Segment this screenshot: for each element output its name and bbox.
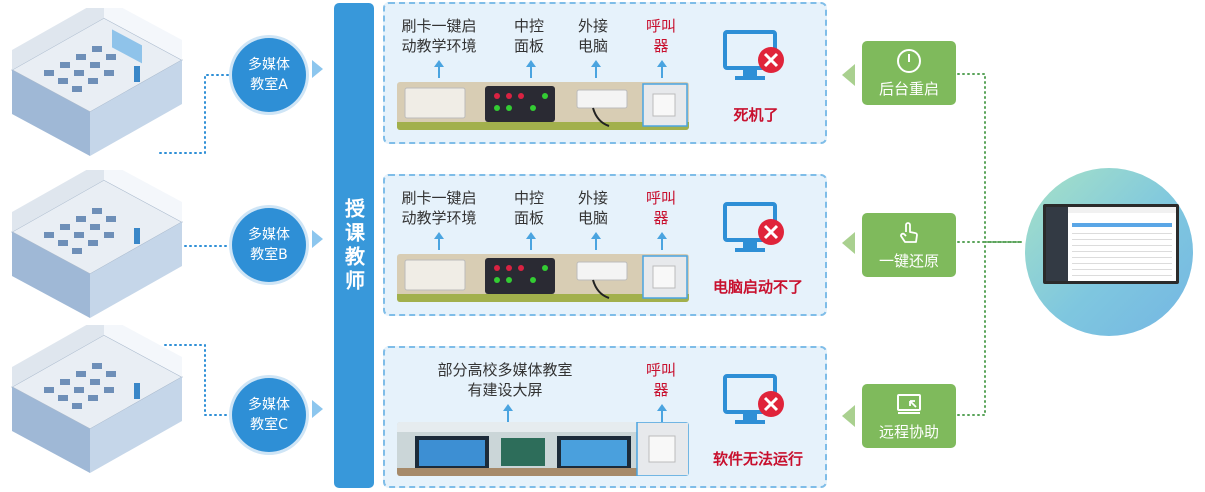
device-label-line: 电脑 xyxy=(577,37,608,55)
device-label-line: 外接 xyxy=(577,17,608,35)
classroom-label-c: 多媒体教室C xyxy=(232,378,306,452)
arrow-up-icon xyxy=(434,60,444,78)
classroom-a-label-line2: 教室A xyxy=(250,77,288,93)
arrow-up-icon xyxy=(657,60,667,78)
platform-table-row xyxy=(1072,269,1172,270)
device-label-line: 动教学环境 xyxy=(401,209,477,227)
platform-table-row xyxy=(1072,239,1172,240)
arrow-up-icon xyxy=(503,404,513,422)
classroom-a-label-line1: 多媒体 xyxy=(248,57,290,73)
management-platform-circle xyxy=(1025,168,1193,336)
device-label-line: 呼叫 xyxy=(645,189,676,207)
device-label-external-pc: 外接 电脑 xyxy=(573,16,613,56)
arrow-up-icon xyxy=(434,232,444,250)
platform-table-row xyxy=(1072,245,1172,246)
classroom-illustration-c xyxy=(4,325,189,475)
device-label-line: 呼叫 xyxy=(645,17,676,35)
arrow-up-icon xyxy=(591,60,601,78)
device-label-control-panel: 中控 面板 xyxy=(509,188,549,228)
device-label-line: 面板 xyxy=(513,209,544,227)
platform-table-row xyxy=(1072,257,1172,258)
arrow-up-icon xyxy=(526,232,536,250)
classroom-b-label-line1: 多媒体 xyxy=(248,227,290,243)
action-label: 一键还原 xyxy=(878,251,939,270)
status-text: 死机了 xyxy=(733,106,779,124)
status-text: 电脑启动不了 xyxy=(712,278,803,296)
remote-screen-icon xyxy=(897,393,921,414)
scenario-panel-1: 刷卡一键启 动教学环境 中控 面板 外接 电脑 呼叫 器 xyxy=(383,2,827,144)
arrow-up-icon xyxy=(657,232,667,250)
device-label-line: 外接 xyxy=(577,189,608,207)
classroom-illustration-a xyxy=(4,8,189,158)
restart-backend-button[interactable]: 后台重启 xyxy=(862,41,956,105)
classroom-illustration-b xyxy=(4,170,189,320)
device-label-line: 中控 xyxy=(513,17,544,35)
platform-topbar xyxy=(1068,207,1176,213)
one-click-restore-button[interactable]: 一键还原 xyxy=(862,213,956,277)
device-label-card-start: 刷卡一键启 动教学环境 xyxy=(395,16,483,56)
classroom-c-label-line2: 教室C xyxy=(250,417,288,433)
device-label-line: 刷卡一键启 xyxy=(401,189,477,207)
device-label-line: 动教学环境 xyxy=(401,37,477,55)
teacher-label: 授课教师 xyxy=(341,197,366,294)
device-label-line: 刷卡一键启 xyxy=(401,17,477,35)
device-label-line: 器 xyxy=(653,209,669,227)
tap-icon xyxy=(900,221,918,243)
device-photo xyxy=(397,82,689,130)
arrow-left-icon xyxy=(842,232,855,254)
device-label-control-panel: 中控 面板 xyxy=(509,16,549,56)
classroom-c-label-line1: 多媒体 xyxy=(248,397,290,413)
device-label-line: 器 xyxy=(653,381,669,399)
arrow-left-icon xyxy=(842,405,855,427)
action-label: 后台重启 xyxy=(878,79,939,98)
device-label-line: 面板 xyxy=(513,37,544,55)
arrow-up-icon xyxy=(591,232,601,250)
device-photo xyxy=(397,422,689,476)
device-label-line: 有建设大屏 xyxy=(467,381,543,399)
device-label-large-screen: 部分高校多媒体教室 有建设大屏 xyxy=(425,360,585,400)
platform-table-row xyxy=(1072,233,1172,234)
power-icon xyxy=(897,48,921,73)
device-label-card-start: 刷卡一键启 动教学环境 xyxy=(395,188,483,228)
arrow-right-icon xyxy=(312,400,323,418)
arrow-up-icon xyxy=(526,60,536,78)
arrow-up-icon xyxy=(657,404,667,422)
platform-sidebar xyxy=(1046,207,1068,281)
status-text: 软件无法运行 xyxy=(712,450,803,468)
device-label-external-pc: 外接 电脑 xyxy=(573,188,613,228)
platform-table-row xyxy=(1072,251,1172,252)
device-label-caller: 呼叫 器 xyxy=(641,188,681,228)
platform-table-header xyxy=(1072,223,1172,227)
monitor-error-icon xyxy=(721,28,787,90)
classroom-label-a: 多媒体教室A xyxy=(232,38,306,112)
device-photo xyxy=(397,254,689,302)
scenario-panel-3: 部分高校多媒体教室 有建设大屏 呼叫 器 软件无法运行 xyxy=(383,346,827,488)
arrow-right-icon xyxy=(312,230,323,248)
monitor-error-icon xyxy=(721,372,787,434)
device-label-line: 中控 xyxy=(513,189,544,207)
arrow-right-icon xyxy=(312,60,323,78)
device-label-line: 呼叫 xyxy=(645,361,676,379)
monitor-error-icon xyxy=(721,200,787,262)
platform-table-row xyxy=(1072,263,1172,264)
device-label-line: 部分高校多媒体教室 xyxy=(437,361,573,379)
platform-table-row xyxy=(1072,275,1172,276)
scenario-panel-2: 刷卡一键启 动教学环境 中控 面板 外接 电脑 呼叫 器 xyxy=(383,174,827,316)
platform-screenshot xyxy=(1043,204,1179,284)
classroom-b-label-line2: 教室B xyxy=(250,247,288,263)
classroom-label-b: 多媒体教室B xyxy=(232,208,306,282)
device-label-line: 电脑 xyxy=(577,209,608,227)
teacher-bar: 授课教师 xyxy=(334,3,374,488)
remote-assist-button[interactable]: 远程协助 xyxy=(862,384,956,448)
device-label-caller: 呼叫 器 xyxy=(641,360,681,400)
device-label-line: 器 xyxy=(653,37,669,55)
arrow-left-icon xyxy=(842,64,855,86)
action-label: 远程协助 xyxy=(878,422,939,441)
device-label-caller: 呼叫 器 xyxy=(641,16,681,56)
